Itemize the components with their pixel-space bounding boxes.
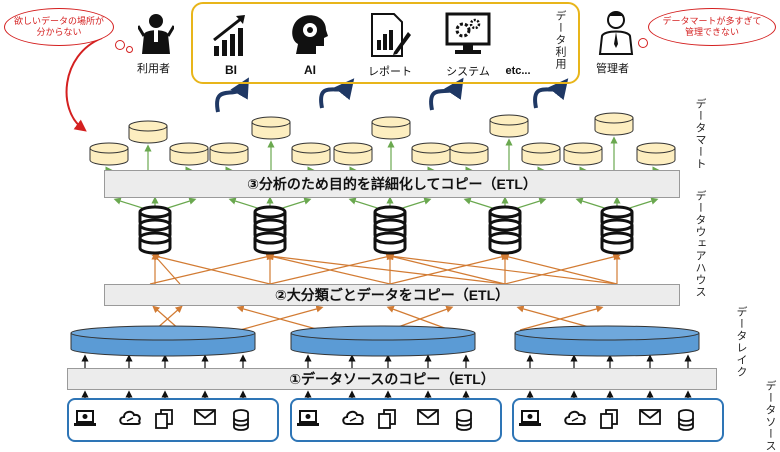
- layer-label-lake: データレイク: [735, 306, 747, 378]
- data-mart-cylinder: [489, 114, 529, 138]
- lake-to-dwh-arrow: [149, 253, 274, 285]
- use-label-bi: BI: [225, 63, 237, 77]
- user-speech-bubble: 欲しいデータの場所が 分からない: [4, 8, 114, 46]
- data-mart-cylinder: [291, 142, 331, 166]
- data-mart-cylinder: [209, 142, 249, 166]
- documents-icon: [377, 409, 397, 434]
- admin-bubble-dot: [638, 38, 648, 48]
- data-usage-label: データ利用: [554, 10, 566, 70]
- mail-icon: [417, 409, 439, 430]
- user-label: 利用者: [137, 63, 170, 75]
- data-mart-cylinder: [169, 142, 209, 166]
- data-mart-cylinder: [449, 142, 489, 166]
- data-mart-cylinder: [521, 142, 561, 166]
- user-pointer-arrow: [65, 37, 103, 132]
- layer-label-datamart: データマート: [694, 98, 706, 170]
- bar-chart-growth-icon: [212, 12, 252, 58]
- data-mart-cylinder: [333, 142, 373, 166]
- layer-label-dwh: データウェアハウス: [694, 190, 706, 298]
- documents-icon: [154, 409, 174, 434]
- data-mart-cylinder: [128, 120, 168, 144]
- user-bubble-dot: [115, 40, 125, 50]
- lake-up-arrow: [386, 305, 451, 331]
- lake-up-arrow: [236, 305, 321, 331]
- cloud-icon: [341, 409, 365, 432]
- use-label-report: レポート: [368, 66, 412, 78]
- data-usage-box: [191, 2, 580, 84]
- use-label-etc: etc...: [505, 65, 531, 77]
- step1-bar: ①データソースのコピー（ETL）: [67, 368, 717, 390]
- dwh-database-icon: [373, 205, 407, 255]
- layer-label-source: データソース: [764, 380, 776, 452]
- dwh-database-icon: [138, 205, 172, 255]
- laptop-icon: [297, 409, 319, 432]
- lake-to-dwh-arrow: [504, 253, 621, 285]
- data-mart-cylinder: [371, 116, 411, 140]
- database-icon: [455, 409, 473, 436]
- data-mart-cylinder: [563, 142, 603, 166]
- step2-bar: ②大分類ごとデータをコピー（ETL）: [104, 284, 680, 306]
- documents-icon: [599, 409, 619, 434]
- cloud-icon: [118, 409, 142, 432]
- lake-to-dwh-arrow: [386, 252, 618, 285]
- data-use-curved-arrow: [319, 78, 355, 109]
- cloud-icon: [563, 409, 587, 432]
- computer-gear-icon: [445, 12, 491, 58]
- report-document-icon: [368, 12, 412, 58]
- data-lake-cylinder: [514, 325, 700, 357]
- lake-to-dwh-arrow: [266, 252, 506, 285]
- dwh-database-icon: [600, 205, 634, 255]
- mail-icon: [639, 409, 661, 430]
- data-use-curved-arrow: [215, 77, 249, 113]
- laptop-icon: [519, 409, 541, 432]
- use-label-ai: AI: [304, 63, 316, 77]
- dwh-database-icon: [488, 205, 522, 255]
- lake-to-dwh-arrow: [389, 253, 509, 285]
- data-source-group-3: [512, 398, 724, 442]
- lake-to-dwh-arrow: [152, 253, 181, 285]
- admin-speech-bubble: データマートが多すぎて 管理できない: [648, 8, 776, 46]
- database-icon: [677, 409, 695, 436]
- data-use-curved-arrow: [429, 77, 464, 111]
- data-mart-cylinder: [411, 142, 451, 166]
- user-person-icon: [136, 12, 176, 56]
- data-use-curved-arrow: [533, 78, 569, 109]
- data-lake-cylinder: [290, 325, 476, 357]
- admin-label: 管理者: [596, 63, 629, 75]
- admin-person-icon: [598, 10, 634, 56]
- ai-head-icon: [288, 10, 330, 58]
- data-lake-cylinder: [70, 325, 256, 357]
- lake-to-dwh-arrow: [269, 253, 394, 285]
- database-icon: [232, 409, 250, 436]
- data-mart-cylinder: [251, 116, 291, 140]
- data-source-group-1: [67, 398, 279, 442]
- data-mart-cylinder: [594, 112, 634, 136]
- data-mart-cylinder: [636, 142, 676, 166]
- user-bubble-dot-small: [126, 46, 133, 53]
- laptop-icon: [74, 409, 96, 432]
- data-source-group-2: [290, 398, 502, 442]
- mail-icon: [194, 409, 216, 430]
- step3-bar: ③分析のため目的を詳細化してコピー（ETL）: [104, 170, 680, 198]
- dwh-database-icon: [253, 205, 287, 255]
- use-label-system: システム: [446, 66, 490, 78]
- data-mart-cylinder: [89, 142, 129, 166]
